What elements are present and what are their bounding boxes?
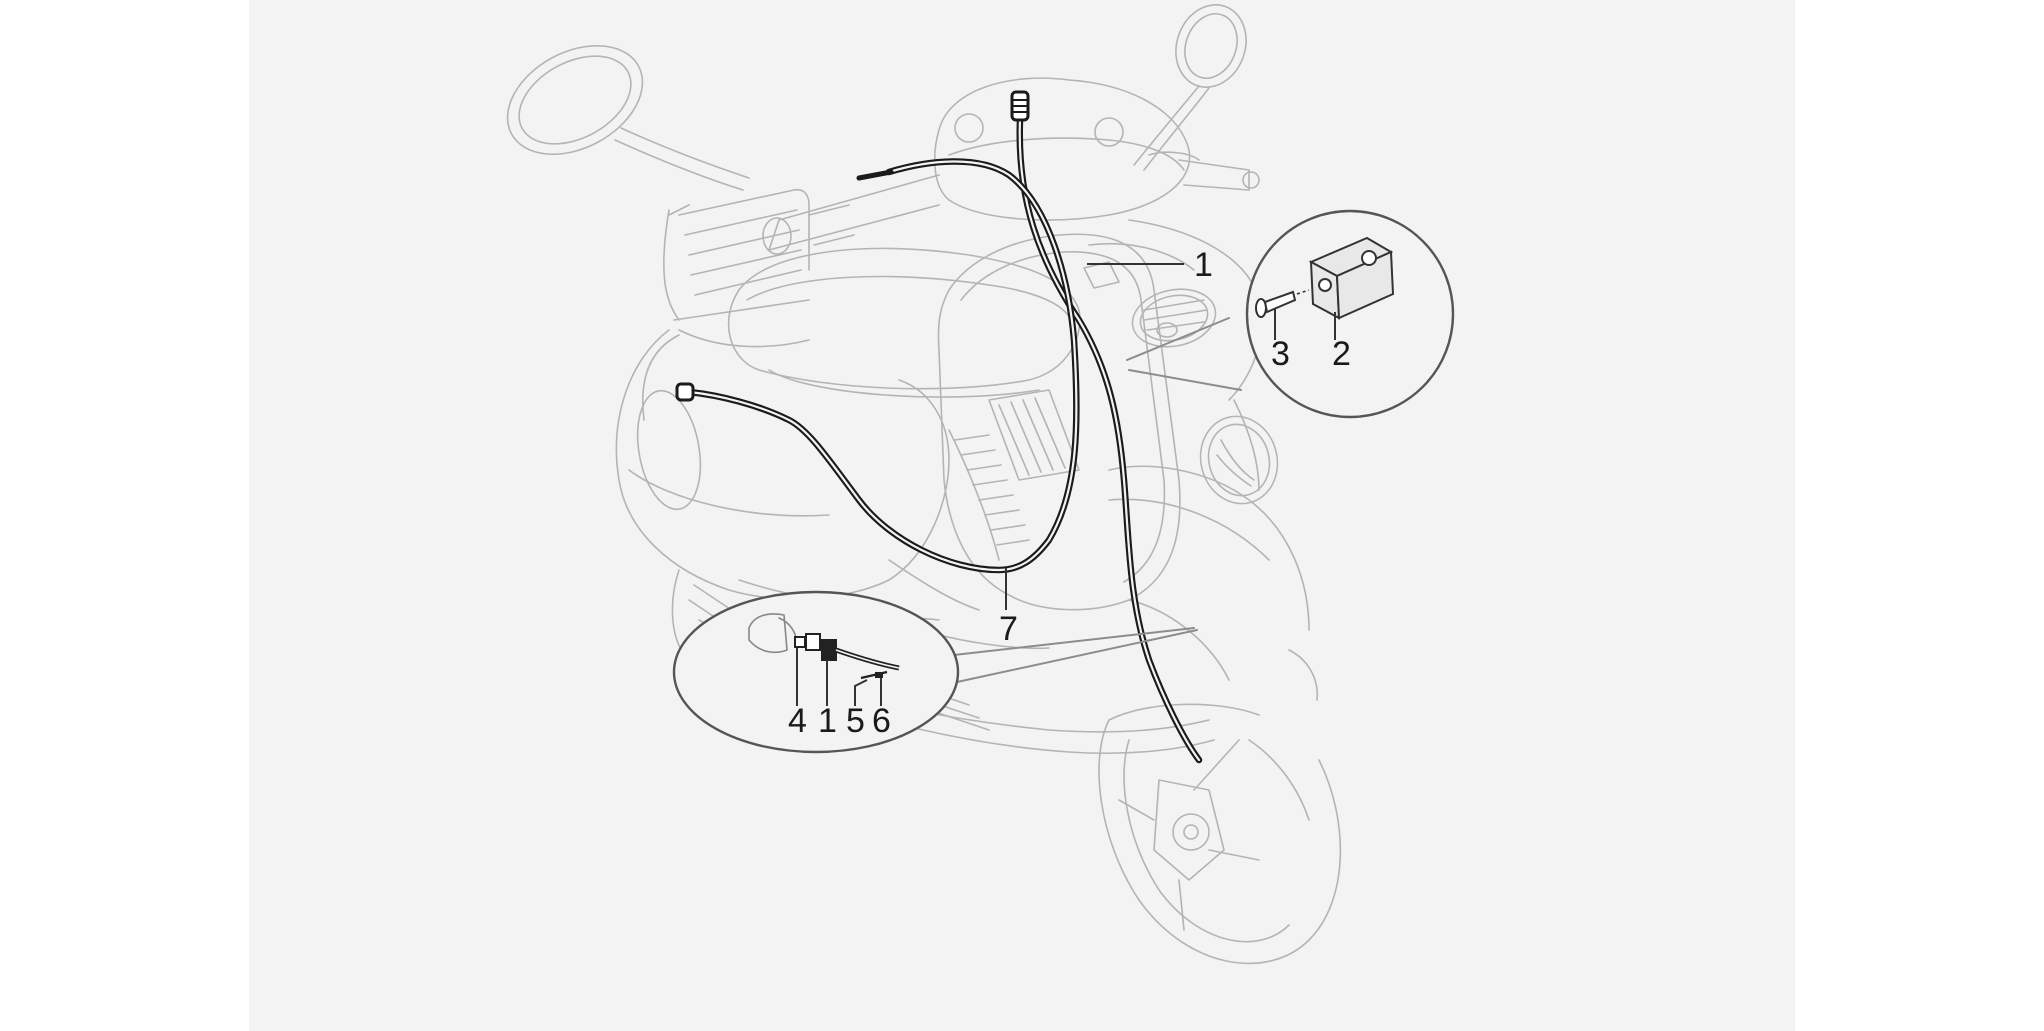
cable-end-inset: [672, 590, 1198, 754]
callout-3: 3: [1271, 335, 1290, 373]
callout-1-main: 1: [1194, 246, 1213, 284]
bolt-part: [1255, 289, 1310, 318]
speedometer-cable-1: [1010, 90, 1203, 764]
diagram-panel: 1 2 3 7 4 1 5 6: [249, 0, 1795, 1031]
bracket-inset: [1126, 209, 1455, 419]
callout-2: 2: [1332, 335, 1351, 373]
callout-7: 7: [999, 610, 1018, 648]
scooter-exploded-diagram: 1 2 3 7 4 1 5 6: [506, 4, 1455, 965]
cable-7: [675, 158, 1080, 574]
callout-1-inset: 1: [818, 702, 837, 740]
callout-5: 5: [846, 702, 865, 740]
callout-6: 6: [872, 702, 891, 740]
callout-4: 4: [788, 702, 807, 740]
bracket-part: [1308, 236, 1395, 320]
scooter-outline: [506, 4, 1342, 965]
